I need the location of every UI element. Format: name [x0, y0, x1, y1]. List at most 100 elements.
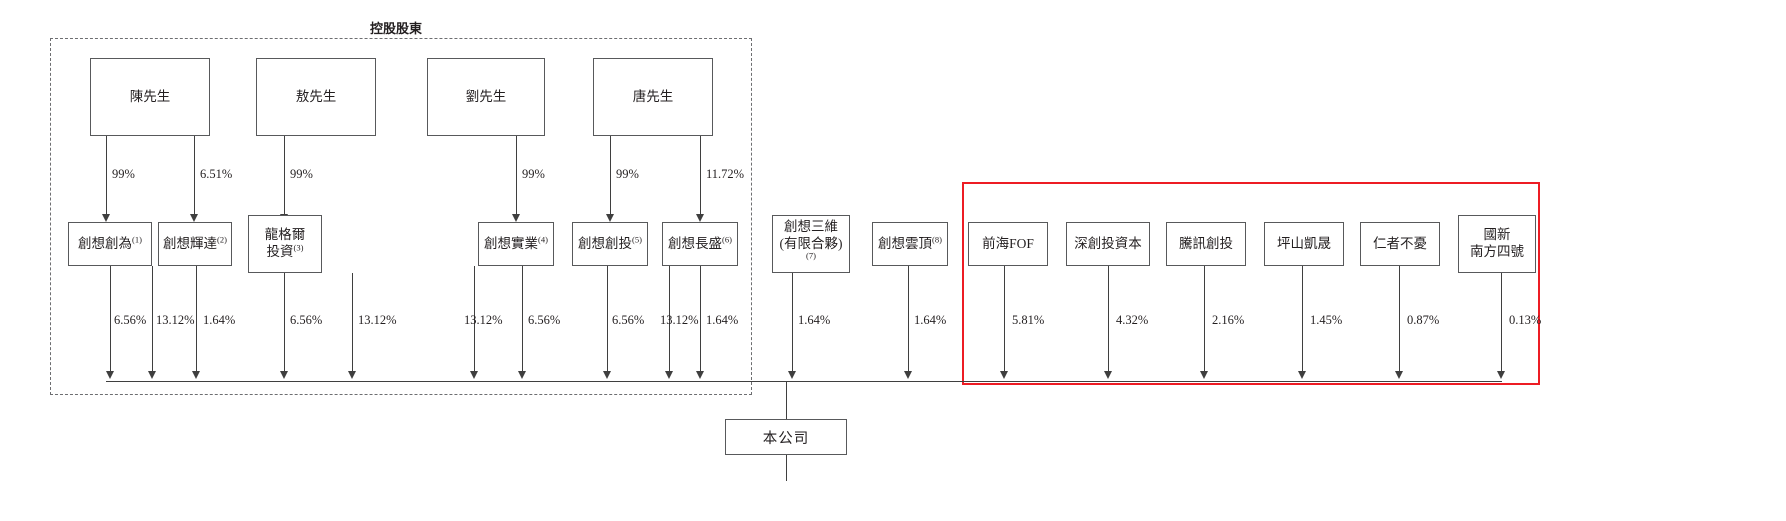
external-investors-highlight-outline [962, 182, 1540, 385]
person-box-chen: 陳先生 [90, 58, 210, 136]
connector-e11-to-bus [1204, 266, 1205, 373]
percent-liu-e4: 99% [522, 167, 545, 181]
company-box: 本公司 [725, 419, 847, 455]
connector-e10-to-bus [1108, 266, 1109, 373]
arrowhead-e12-to-bus [1297, 371, 1306, 379]
arrowhead-e4a-to-bus [469, 371, 478, 379]
arrowhead-e3a-to-bus [279, 371, 288, 379]
percent-e9-company: 5.81% [1012, 313, 1045, 327]
percent-e3b-company: 13.12% [358, 313, 397, 327]
connector-chen-to-e1 [106, 136, 107, 216]
arrowhead-tang-to-e6 [695, 214, 704, 222]
entity-label: 國新 南方四號 [1470, 227, 1524, 259]
entity-label: 創想創投(5) [578, 234, 642, 251]
arrowhead-e6b-to-bus [695, 371, 704, 379]
entity-label: 龍格爾 投資(3) [264, 227, 306, 259]
connector-bus-to-company [786, 381, 787, 419]
connector-liu-to-e4 [516, 136, 517, 216]
arrowhead-liu-to-e4 [511, 214, 520, 222]
entity-label: 創想三維 (有限合夥)(7) [779, 218, 843, 261]
percent-e1-company: 6.56% [114, 313, 147, 327]
company-label: 本公司 [762, 430, 810, 447]
connector-e1-to-bus [110, 266, 111, 373]
percent-e6a-company: 13.12% [660, 313, 699, 327]
entity-box-pingshan-kaisheng: 坪山凱晟 [1264, 222, 1344, 266]
arrowhead-e1-to-bus [105, 371, 114, 379]
entity-box-tencent-chuangtou: 騰訊創投 [1166, 222, 1246, 266]
entity-box-guoxin-nanfang-sihao: 國新 南方四號 [1458, 215, 1536, 273]
entity-label: 深創投資本 [1074, 235, 1142, 251]
connector-e3a-to-bus [284, 273, 285, 373]
entity-box-chuangxiang-chuangtou: 創想創投(5) [572, 222, 648, 266]
arrowhead-e2b-to-bus [191, 371, 200, 379]
percent-tang-e5: 99% [616, 167, 639, 181]
arrowhead-e10-to-bus [1103, 371, 1112, 379]
connector-e3b-to-bus [352, 273, 353, 373]
entity-box-renzhebuyou: 仁者不憂 [1360, 222, 1440, 266]
percent-chen-e1: 99% [112, 167, 135, 181]
percent-chen-e2: 6.51% [200, 167, 233, 181]
person-label: 劉先生 [465, 88, 507, 104]
entity-box-chuangxiang-huida: 創想輝達(2) [158, 222, 232, 266]
connector-tang-to-e6 [700, 136, 701, 216]
entity-box-qianhai-fof: 前海FOF [968, 222, 1048, 266]
connector-e8-to-bus [908, 266, 909, 373]
connector-e4a-to-bus [474, 266, 475, 373]
percent-e5-company: 6.56% [612, 313, 645, 327]
connector-e4b-to-bus [522, 266, 523, 373]
arrowhead-e7-to-bus [787, 371, 796, 379]
entity-label: 坪山凱晟 [1277, 235, 1331, 251]
entity-box-chuangxiang-yunding: 創想雲頂(8) [872, 222, 948, 266]
arrowhead-tang-to-e5 [605, 214, 614, 222]
arrowhead-e8-to-bus [903, 371, 912, 379]
percent-e3a-company: 6.56% [290, 313, 323, 327]
arrowhead-e13-to-bus [1394, 371, 1403, 379]
aggregation-bus-line [106, 381, 1502, 382]
connector-e2b-to-bus [196, 266, 197, 373]
percent-e4b-company: 6.56% [528, 313, 561, 327]
arrowhead-e2a-to-bus [147, 371, 156, 379]
arrowhead-chen-to-e1 [101, 214, 110, 222]
connector-chen-to-e2 [194, 136, 195, 216]
connector-e6a-to-bus [669, 266, 670, 373]
connector-e6b-to-bus [700, 266, 701, 373]
arrowhead-chen-to-e2 [189, 214, 198, 222]
entity-label: 仁者不憂 [1373, 235, 1427, 251]
connector-e2a-to-bus [152, 266, 153, 373]
percent-e8-company: 1.64% [914, 313, 947, 327]
entity-label: 騰訊創投 [1179, 235, 1233, 251]
arrowhead-e3b-to-bus [347, 371, 356, 379]
connector-e9-to-bus [1004, 266, 1005, 373]
entity-box-chuangxiang-changsheng: 創想長盛(6) [662, 222, 738, 266]
person-label: 敖先生 [295, 88, 337, 104]
person-box-tang: 唐先生 [593, 58, 713, 136]
arrowhead-e9-to-bus [999, 371, 1008, 379]
percent-e2b-company: 1.64% [203, 313, 236, 327]
entity-box-chuangxiang-sanwei: 創想三維 (有限合夥)(7) [772, 215, 850, 273]
person-label: 陳先生 [129, 88, 171, 104]
connector-e12-to-bus [1302, 266, 1303, 373]
person-box-liu: 劉先生 [427, 58, 545, 136]
percent-e2a-company: 13.12% [156, 313, 195, 327]
arrowhead-e14-to-bus [1496, 371, 1505, 379]
entity-label: 創想創為(1) [78, 234, 142, 251]
entity-box-chuangxiang-chuangwei: 創想創為(1) [68, 222, 152, 266]
percent-e11-company: 2.16% [1212, 313, 1245, 327]
arrowhead-e4b-to-bus [517, 371, 526, 379]
person-box-ao: 敖先生 [256, 58, 376, 136]
connector-company-downstream [786, 455, 787, 481]
percent-ao-e3: 99% [290, 167, 313, 181]
connector-e14-to-bus [1501, 273, 1502, 373]
percent-e13-company: 0.87% [1407, 313, 1440, 327]
arrowhead-e5-to-bus [602, 371, 611, 379]
percent-e6b-company: 1.64% [706, 313, 739, 327]
arrowhead-e6a-to-bus [664, 371, 673, 379]
connector-e5-to-bus [607, 266, 608, 373]
percent-tang-e6: 11.72% [706, 167, 745, 181]
person-label: 唐先生 [632, 88, 674, 104]
entity-box-shenchuangtou-ziben: 深創投資本 [1066, 222, 1150, 266]
entity-label: 前海FOF [982, 235, 1034, 251]
percent-e4a-company: 13.12% [464, 313, 503, 327]
controlling-shareholder-group-caption: 控股股東 [370, 21, 423, 36]
